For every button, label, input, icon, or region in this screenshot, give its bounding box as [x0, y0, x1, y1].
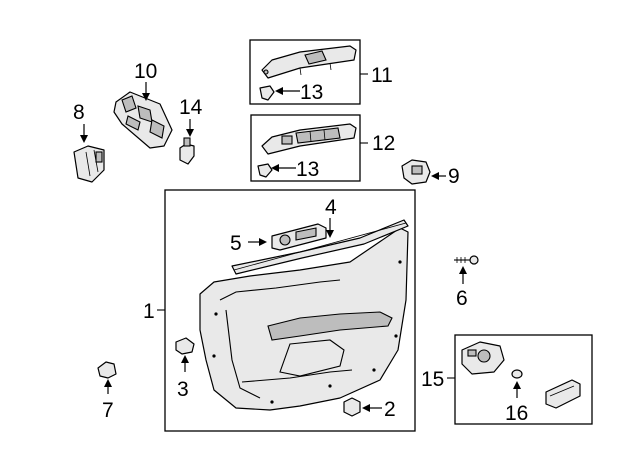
callout-11: 11: [371, 64, 393, 87]
leader-4: [326, 218, 334, 238]
weatherstrip-4-drawing: [231, 219, 409, 275]
courtesy-lamp-housing-drawing: [461, 341, 505, 375]
callout-5: 5: [230, 232, 242, 255]
callout-2: 2: [384, 398, 396, 421]
leader-5: [248, 238, 267, 246]
leader-2: [362, 404, 382, 412]
callout-7: 7: [102, 399, 114, 422]
callout-9: 9: [448, 165, 460, 188]
callout-15: 15: [421, 368, 444, 391]
group-box-11: [249, 39, 368, 105]
callout-12: 12: [372, 132, 395, 155]
callout-10: 10: [134, 60, 157, 83]
callout-8: 8: [73, 101, 85, 124]
leader-6: [459, 266, 467, 284]
callout-14: 14: [179, 96, 203, 119]
master-switch-10-drawing: [113, 91, 173, 149]
callout-13b: 13: [296, 158, 319, 181]
callout-4: 4: [325, 196, 337, 219]
bulb-16-drawing: [511, 369, 523, 379]
bulb-14-drawing: [179, 137, 195, 165]
callout-1: 1: [143, 300, 155, 323]
callout-16: 16: [505, 402, 528, 425]
switch-9-drawing: [401, 159, 431, 185]
switch-bezel-12-drawing: [261, 123, 357, 155]
leader-8: [80, 124, 88, 143]
callout-13a: 13: [300, 81, 323, 104]
leader-13a: [275, 87, 300, 95]
clip-7-drawing: [97, 361, 117, 379]
switch-bezel-11-drawing: [261, 45, 357, 79]
callout-6: 6: [456, 287, 468, 310]
trim-5-drawing: [271, 223, 327, 251]
clip-13b-drawing: [257, 163, 273, 178]
lens-cover-drawing: [545, 379, 581, 409]
clip-3-drawing: [175, 337, 195, 355]
leader-14: [186, 119, 194, 137]
switch-8-drawing: [73, 145, 105, 183]
clip-2-drawing: [343, 397, 361, 417]
group-box-12: [250, 114, 368, 182]
clip-13a-drawing: [259, 85, 275, 101]
leader-3: [181, 355, 189, 372]
leader-16: [513, 381, 521, 398]
leader-7: [104, 379, 112, 394]
leader-9: [431, 172, 446, 180]
door-trim-panel-drawing: [199, 227, 409, 411]
callout-3: 3: [177, 378, 189, 401]
leader-10: [142, 82, 150, 101]
group-box-15: [447, 334, 593, 425]
door-trim-box-1: [157, 189, 416, 432]
screw-6-drawing: [454, 255, 479, 265]
leader-13b: [271, 164, 296, 172]
